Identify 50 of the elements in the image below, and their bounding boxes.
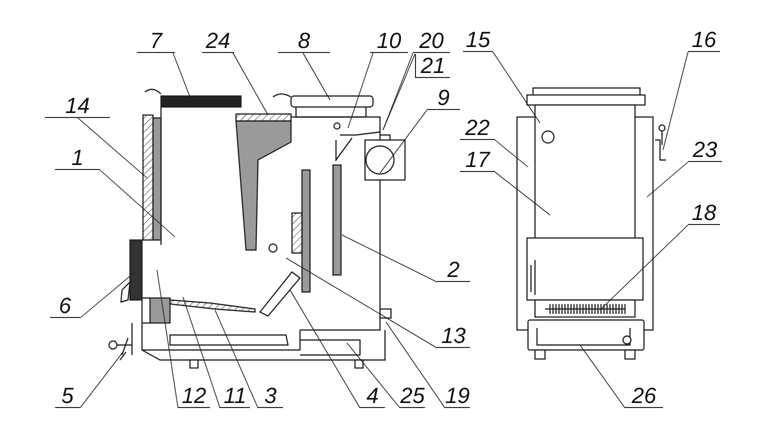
callout-number: 1	[55, 146, 100, 170]
callout-number: 4	[360, 384, 385, 408]
leader-line	[494, 172, 550, 216]
leader-line	[172, 52, 190, 98]
leader-line	[646, 162, 688, 198]
callout-number: 16	[688, 28, 720, 52]
leader-line	[600, 224, 688, 310]
leader-line	[342, 234, 438, 282]
leader-line	[290, 290, 360, 408]
callout-number: 9	[427, 86, 460, 110]
callout-number: 15	[463, 28, 493, 52]
callout-number: 14	[45, 94, 110, 118]
callout-number: 12	[178, 384, 210, 408]
leader-line	[494, 140, 528, 168]
leader-line	[182, 296, 220, 408]
leader-line	[100, 170, 176, 238]
leader-line	[302, 52, 330, 100]
callout-number: 11	[220, 384, 250, 408]
callout-number: 24	[202, 29, 234, 53]
leader-line	[346, 342, 400, 408]
leader-line	[348, 52, 374, 128]
callout-number: 26	[625, 384, 663, 408]
callout-number: 21	[415, 54, 450, 78]
leader-line	[78, 118, 148, 178]
leader-line	[80, 352, 124, 408]
callout-number: 10	[370, 29, 408, 53]
callout-number: 7	[137, 29, 175, 53]
callout-number: 22	[460, 116, 495, 140]
callout-number: 23	[688, 138, 722, 162]
callout-number: 6	[50, 294, 80, 318]
leader-line	[492, 52, 540, 124]
leader-line	[580, 344, 626, 408]
callout-number: 2	[437, 258, 470, 282]
leader-line	[156, 270, 178, 408]
leader-line	[214, 310, 258, 408]
leader-line	[232, 52, 268, 116]
callout-number: 17	[460, 148, 495, 172]
leader-line	[80, 272, 136, 318]
leader-line	[286, 258, 438, 348]
callout-number: 19	[445, 384, 470, 408]
callout-number: 8	[278, 29, 330, 53]
callout-number: 13	[437, 324, 470, 348]
leader-line	[380, 110, 428, 174]
callout-number: 20	[413, 29, 450, 53]
callout-number: 3	[258, 384, 283, 408]
callout-number: 18	[688, 201, 720, 225]
callout-number: 25	[400, 384, 425, 408]
callout-number: 5	[55, 384, 80, 408]
leader-line	[386, 322, 446, 408]
leader-line	[662, 52, 688, 150]
